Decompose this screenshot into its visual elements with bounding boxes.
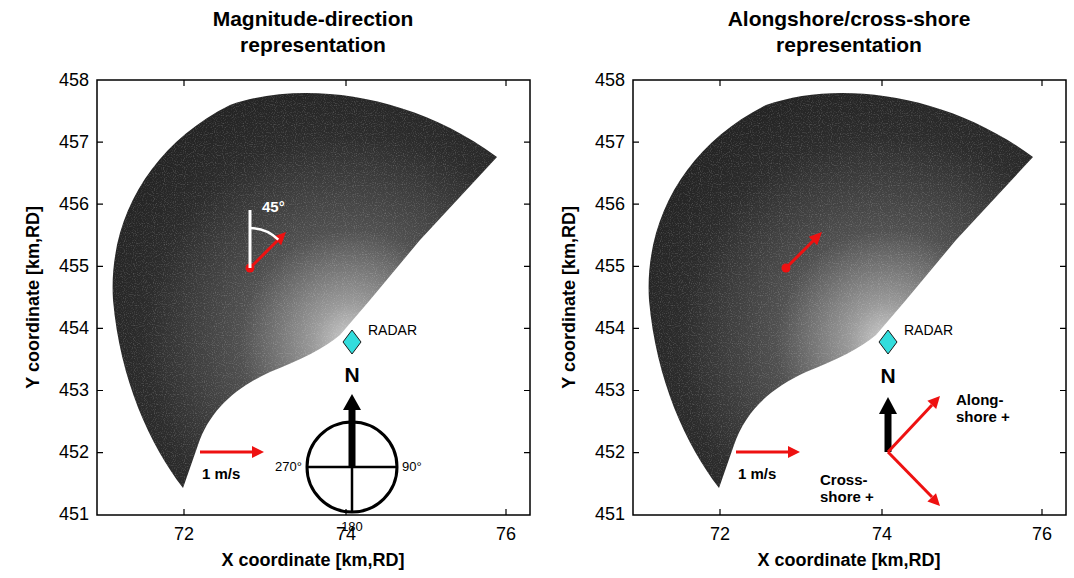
compass-label: 180 <box>341 520 363 535</box>
north-label: N <box>880 364 895 388</box>
tick-label: 76 <box>1032 524 1052 545</box>
tick-label: 455 <box>595 256 625 277</box>
right-panel <box>633 80 1066 515</box>
north-arrow <box>349 408 356 467</box>
crossshore-axis-head <box>927 493 940 506</box>
left-panel <box>97 80 530 515</box>
direction-label: Along-shore + <box>956 391 1020 426</box>
north-label: N <box>344 363 359 387</box>
tick-label: 456 <box>595 194 625 215</box>
axis-label: X coordinate [km,RD] <box>221 550 404 571</box>
crossshore-axis-arrow <box>888 452 932 497</box>
compass-label: 90° <box>402 460 422 475</box>
tick-label: 455 <box>59 256 89 277</box>
tick-label: 74 <box>872 524 892 545</box>
north-arrow-head <box>343 394 361 410</box>
scale-label: 1 m/s <box>738 465 776 482</box>
north-reference-line <box>249 210 252 268</box>
tick-label: 452 <box>59 442 89 463</box>
panel-title: Alongshore/cross-shore representation <box>719 6 979 59</box>
radar-label: RADAR <box>368 322 417 338</box>
alongshore-axis-head <box>927 396 940 409</box>
angle-arc <box>250 228 278 240</box>
tick-label: 458 <box>595 70 625 91</box>
direction-label: Cross-shore + <box>820 471 884 506</box>
tick-label: 457 <box>595 132 625 153</box>
tick-label: 452 <box>595 442 625 463</box>
angle-label: 45° <box>262 198 285 215</box>
tick-label: 76 <box>496 524 516 545</box>
tick-label: 451 <box>59 504 89 525</box>
tick-label: 454 <box>59 318 89 339</box>
scale-label: 1 m/s <box>202 465 240 482</box>
tick-label: 72 <box>710 524 730 545</box>
tick-label: 453 <box>595 380 625 401</box>
north-arrow-head <box>879 397 897 414</box>
panel-title: Magnitude-direction representation <box>183 6 443 59</box>
axis-label: X coordinate [km,RD] <box>757 550 940 571</box>
compass-label: 270° <box>275 460 302 475</box>
tick-label: 456 <box>59 194 89 215</box>
tick-label: 453 <box>59 380 89 401</box>
axis-label: Y coordinate [km,RD] <box>23 206 44 389</box>
tick-label: 451 <box>595 504 625 525</box>
north-arrow <box>885 412 892 452</box>
tick-label: 457 <box>59 132 89 153</box>
tick-label: 458 <box>59 70 89 91</box>
alongshore-axis-arrow <box>888 405 932 452</box>
tick-label: 72 <box>174 524 194 545</box>
axis-label: Y coordinate [km,RD] <box>559 206 580 389</box>
radar-label: RADAR <box>904 322 953 338</box>
tick-label: 454 <box>595 318 625 339</box>
